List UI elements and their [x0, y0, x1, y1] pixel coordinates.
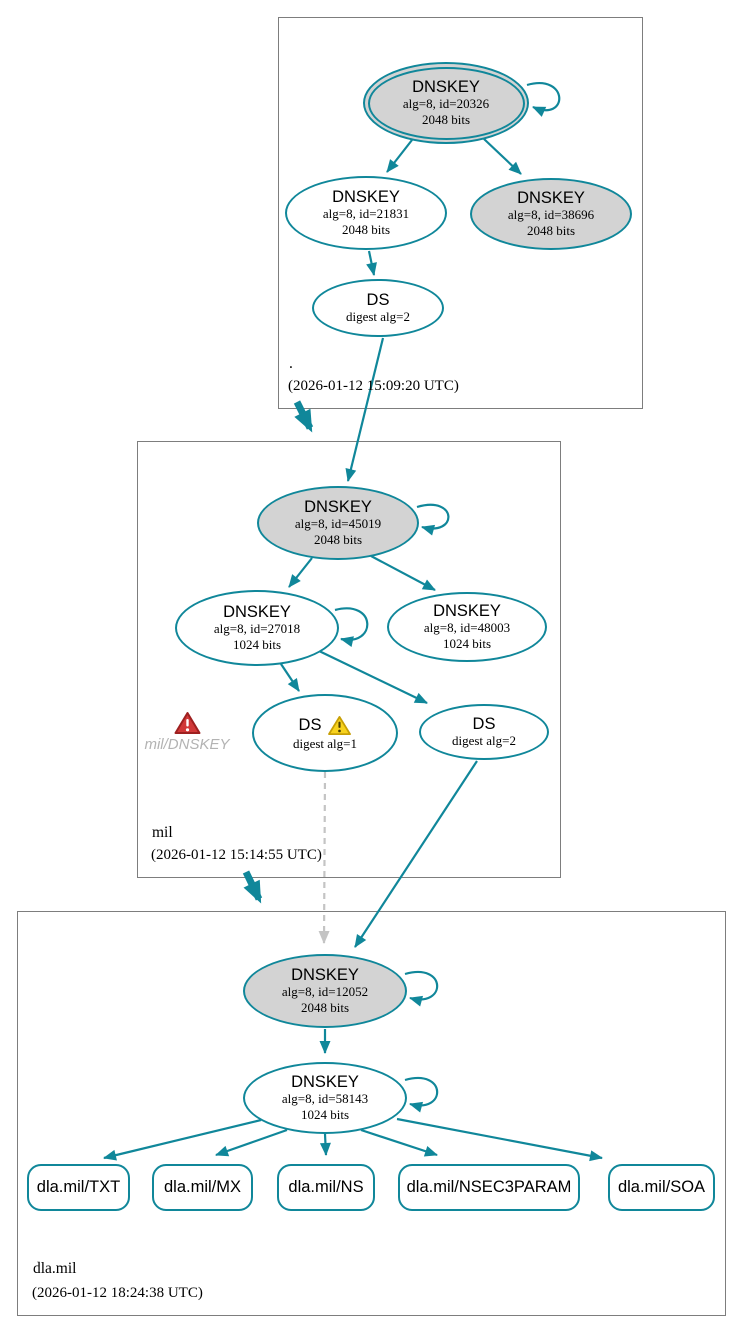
node-title: DS	[298, 716, 322, 735]
rrset-dla-nsec3param[interactable]: dla.mil/NSEC3PARAM	[398, 1164, 580, 1211]
node-dnskey-dla-ksk-12052[interactable]: DNSKEY alg=8, id=12052 2048 bits	[243, 954, 407, 1028]
node-detail: alg=8, id=21831	[322, 206, 410, 222]
node-detail: alg=8, id=27018	[213, 621, 301, 637]
warning-icon	[328, 715, 352, 736]
edge-rrsig-root-ksk-selfloop[interactable]	[526, 82, 561, 117]
node-dnskey-mil-48003[interactable]: DNSKEY alg=8, id=48003 1024 bits	[387, 592, 547, 662]
node-ds-mil-alg1[interactable]: DS digest alg=1	[252, 694, 398, 772]
rrset-dla-mx[interactable]: dla.mil/MX	[152, 1164, 253, 1211]
node-detail: 2048 bits	[526, 223, 576, 239]
node-dnskey-root-ksk-inner: DNSKEY alg=8, id=20326 2048 bits	[367, 66, 525, 140]
node-title: DNSKEY	[433, 602, 501, 621]
edge-rrsig-dla-zsk-selfloop[interactable]	[404, 1077, 439, 1113]
node-title: DS	[366, 291, 390, 310]
error-icon[interactable]	[174, 711, 201, 735]
node-detail: 1024 bits	[232, 637, 282, 653]
node-detail: digest alg=2	[451, 733, 517, 749]
node-dnskey-mil-27018[interactable]: DNSKEY alg=8, id=27018 1024 bits	[175, 590, 339, 666]
rrset-dla-soa[interactable]: dla.mil/SOA	[608, 1164, 715, 1211]
node-detail: 2048 bits	[341, 222, 391, 238]
node-detail: 1024 bits	[300, 1107, 350, 1123]
edge-root-ds-to-mil-ksk[interactable]	[345, 337, 385, 482]
zone-label-root: .	[289, 355, 293, 372]
ds-title-row: DS	[299, 715, 352, 736]
edge-rrsig-dla-txt[interactable]	[103, 1118, 262, 1161]
node-ds-mil-alg2[interactable]: DS digest alg=2	[419, 704, 549, 760]
node-detail: alg=8, id=48003	[423, 620, 511, 636]
edge-rrsig-dnskey-27018-selfloop[interactable]	[334, 607, 369, 647]
zone-box-dla-mil	[17, 911, 726, 1316]
error-label-mil-dnskey[interactable]: mil/DNSKEY	[144, 736, 230, 753]
zone-timestamp-mil: (2026-01-12 15:14:55 UTC)	[151, 847, 322, 863]
node-title: DNSKEY	[412, 78, 480, 97]
node-dnskey-root-zsk-21831[interactable]: DNSKEY alg=8, id=21831 2048 bits	[285, 176, 447, 250]
node-title: DNSKEY	[291, 966, 359, 985]
edge-mil-ksk-to-dnskey-48003[interactable]	[370, 555, 436, 591]
zone-label-mil: mil	[152, 824, 173, 841]
edge-ds-alg1-to-dla-ksk-insecure[interactable]	[318, 771, 330, 944]
edge-rrsig-dla-ksk-selfloop[interactable]	[404, 971, 439, 1007]
edge-delegation-mil-to-dla[interactable]	[242, 870, 263, 904]
node-detail: alg=8, id=58143	[281, 1091, 369, 1107]
rrset-dla-txt[interactable]: dla.mil/TXT	[27, 1164, 130, 1211]
edge-ds-alg2-to-dla-ksk[interactable]	[354, 760, 478, 948]
edge-rrsig-dla-ns[interactable]	[319, 1133, 331, 1156]
node-title: DNSKEY	[332, 188, 400, 207]
node-detail: digest alg=1	[292, 735, 358, 751]
node-detail: alg=8, id=12052	[281, 984, 369, 1000]
edge-rrsig-dla-nsec3param[interactable]	[360, 1128, 438, 1157]
node-title: DNSKEY	[291, 1073, 359, 1092]
node-title: DNSKEY	[223, 603, 291, 622]
node-ds-root[interactable]: DS digest alg=2	[312, 279, 444, 337]
zone-box-root	[278, 17, 643, 409]
node-detail: 1024 bits	[442, 636, 492, 652]
zone-timestamp-root: (2026-01-12 15:09:20 UTC)	[288, 378, 459, 394]
edge-root-ksk-to-zsk-21831[interactable]	[386, 139, 413, 173]
node-detail: alg=8, id=45019	[294, 516, 382, 532]
edge-dnskey-27018-to-ds-alg2[interactable]	[316, 649, 428, 704]
edge-root-ksk-to-dnskey-38696[interactable]	[483, 138, 522, 175]
node-detail: digest alg=2	[345, 309, 411, 325]
node-title: DS	[472, 715, 496, 734]
node-detail: alg=8, id=20326	[402, 96, 490, 112]
edge-dnskey-27018-to-ds-alg1[interactable]	[280, 663, 300, 692]
edge-root-zsk-to-ds[interactable]	[366, 250, 377, 276]
zone-label-dla-mil: dla.mil	[33, 1260, 77, 1277]
zone-timestamp-dla-mil: (2026-01-12 18:24:38 UTC)	[32, 1285, 203, 1301]
node-dnskey-mil-ksk-45019[interactable]: DNSKEY alg=8, id=45019 2048 bits	[257, 486, 419, 560]
edge-delegation-root-to-mil[interactable]	[293, 400, 314, 433]
node-dnskey-root-ksk-20326[interactable]: DNSKEY alg=8, id=20326 2048 bits	[363, 62, 529, 144]
edge-mil-ksk-to-dnskey-27018[interactable]	[288, 557, 313, 588]
node-dnskey-dla-zsk-58143[interactable]: DNSKEY alg=8, id=58143 1024 bits	[243, 1062, 407, 1134]
edge-rrsig-mil-ksk-selfloop[interactable]	[416, 503, 450, 536]
edge-rrsig-dla-mx[interactable]	[215, 1128, 288, 1157]
node-detail: 2048 bits	[313, 532, 363, 548]
zone-box-mil	[137, 441, 561, 878]
node-detail: alg=8, id=38696	[507, 207, 595, 223]
node-detail: 2048 bits	[421, 112, 471, 128]
node-title: DNSKEY	[304, 498, 372, 517]
node-title: DNSKEY	[517, 189, 585, 208]
node-detail: 2048 bits	[300, 1000, 350, 1016]
node-dnskey-root-38696[interactable]: DNSKEY alg=8, id=38696 2048 bits	[470, 178, 632, 250]
edge-rrsig-dla-soa[interactable]	[396, 1117, 603, 1162]
rrset-dla-ns[interactable]: dla.mil/NS	[277, 1164, 375, 1211]
